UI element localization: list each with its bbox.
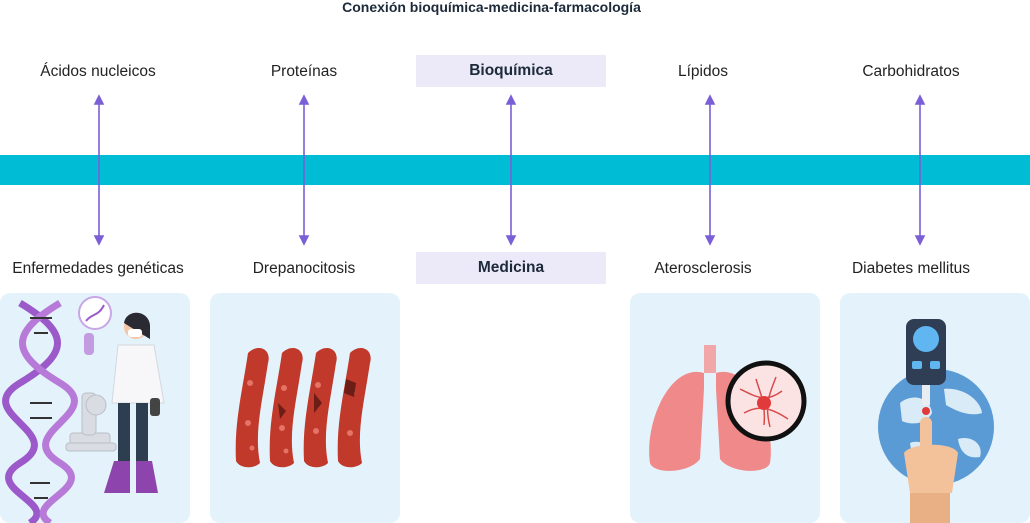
card-genetic-diseases xyxy=(0,293,190,523)
arrow-lipids xyxy=(704,94,716,246)
arrow-proteins xyxy=(298,94,310,246)
microscope-icon xyxy=(65,392,117,452)
card-diabetes xyxy=(840,293,1030,523)
glucometer-icon xyxy=(906,319,946,415)
diagram-title: Conexión bioquímica-medicina-farmacologí… xyxy=(342,0,641,15)
arrow-nucleic-acids xyxy=(93,94,105,246)
top-label-proteins: Proteínas xyxy=(270,63,338,80)
blood-vessel-icon xyxy=(235,348,371,468)
top-label-carbohydrates: Carbohidratos xyxy=(862,63,960,80)
hand-icon xyxy=(904,417,958,523)
top-label-biochemistry: Bioquímica xyxy=(416,55,606,87)
dna-helix-icon xyxy=(2,299,78,523)
bottom-label-sickle-cell: Drepanocitosis xyxy=(252,260,356,277)
blood-vessels-illustration xyxy=(235,348,371,468)
bottom-label-atherosclerosis: Aterosclerosis xyxy=(654,260,752,277)
card-atherosclerosis xyxy=(630,293,820,523)
lungs-artery-illustration xyxy=(649,345,807,471)
magnified-artery-icon xyxy=(725,360,807,442)
dna-bubble-icon xyxy=(78,296,112,330)
connector-band xyxy=(0,155,1030,185)
dna-scientist-illustration xyxy=(2,296,165,523)
card-sickle-cell xyxy=(210,293,400,523)
top-label-lipids: Lípidos xyxy=(678,63,728,80)
top-label-nucleic-acids: Ácidos nucleicos xyxy=(40,63,156,80)
bottom-label-diabetes: Diabetes mellitus xyxy=(851,260,971,277)
bottom-label-medicine: Medicina xyxy=(416,252,606,284)
glucometer-globe-illustration xyxy=(878,319,994,523)
scientist-icon xyxy=(84,312,165,493)
arrow-carbohydrates xyxy=(914,94,926,246)
arrow-biochemistry-medicine xyxy=(505,94,517,246)
bottom-label-genetic-diseases: Enfermedades genéticas xyxy=(12,260,184,277)
